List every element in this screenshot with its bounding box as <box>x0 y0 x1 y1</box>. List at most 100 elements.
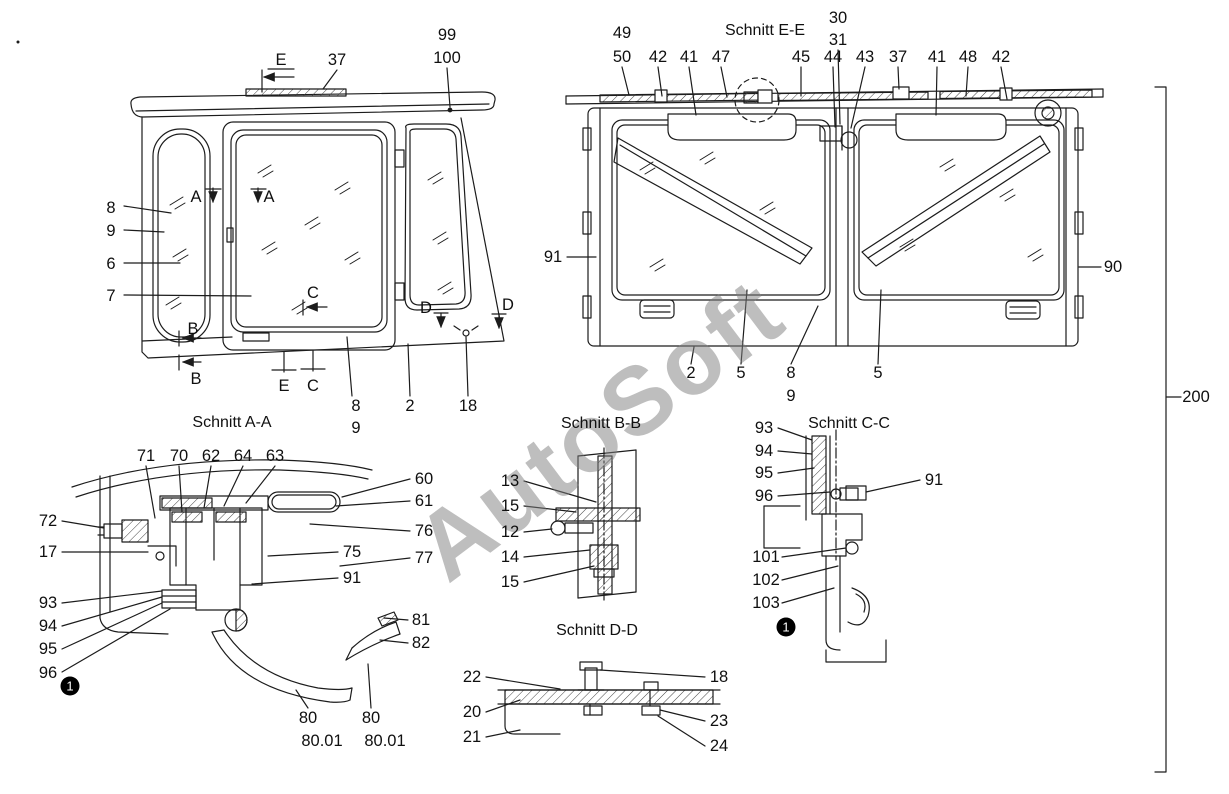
part-label: 95 <box>754 463 774 482</box>
schnitt-aa-drawing <box>61 459 411 709</box>
part-label: 9 <box>786 386 796 405</box>
part-label: C <box>307 283 319 302</box>
part-label: 42 <box>648 47 668 66</box>
part-label: 48 <box>958 47 978 66</box>
part-label: 41 <box>679 47 699 66</box>
part-label: 17 <box>38 542 58 561</box>
section-title: Schnitt A-A <box>192 414 272 431</box>
part-label: 96 <box>754 486 774 505</box>
part-label: 102 <box>752 570 780 589</box>
part-label: 80.01 <box>364 731 406 750</box>
part-label: 42 <box>991 47 1011 66</box>
part-label: 72 <box>38 511 58 530</box>
part-label: 80 <box>361 708 381 727</box>
part-label: 75 <box>342 542 362 561</box>
part-label: 64 <box>233 446 253 465</box>
note-badge: 1 <box>776 617 796 637</box>
part-label: 15 <box>500 496 520 515</box>
part-label: 15 <box>500 572 520 591</box>
part-label: 37 <box>327 50 347 69</box>
part-label: 5 <box>736 363 746 382</box>
part-label: 9 <box>106 221 116 240</box>
part-label: E <box>275 50 287 69</box>
part-label: 23 <box>709 711 729 730</box>
part-label: 22 <box>462 667 482 686</box>
part-label: 94 <box>754 441 774 460</box>
part-label: 21 <box>462 727 482 746</box>
part-label: 12 <box>500 522 520 541</box>
part-label: 8 <box>351 396 361 415</box>
part-label: 6 <box>106 254 116 273</box>
section-title: Schnitt D-D <box>556 622 638 639</box>
part-label: 71 <box>136 446 156 465</box>
section-title: Schnitt E-E <box>724 22 806 39</box>
assembly-bracket <box>1154 86 1182 773</box>
part-label: 70 <box>169 446 189 465</box>
part-label: 61 <box>414 491 434 510</box>
part-label: 101 <box>752 547 780 566</box>
part-label: 82 <box>411 633 431 652</box>
part-label: 49 <box>612 23 632 42</box>
part-label: 31 <box>828 30 848 49</box>
part-label: 24 <box>709 736 729 755</box>
part-label: 44 <box>823 47 843 66</box>
section-title: Schnitt C-C <box>808 415 890 432</box>
part-label: 81 <box>411 610 431 629</box>
part-label: 62 <box>201 446 221 465</box>
part-label: 90 <box>1103 257 1123 276</box>
part-label: 100 <box>433 48 461 67</box>
part-label: 99 <box>437 25 457 44</box>
part-label: B <box>190 369 202 388</box>
part-label: 37 <box>888 47 908 66</box>
part-label: 2 <box>405 396 415 415</box>
part-label: 93 <box>754 418 774 437</box>
part-label: 95 <box>38 639 58 658</box>
part-label: 30 <box>828 8 848 27</box>
schnitt-cc-drawing <box>763 427 921 663</box>
part-label: 18 <box>709 667 729 686</box>
part-label: 200 <box>1182 387 1210 406</box>
part-label: 7 <box>106 286 116 305</box>
part-label: 18 <box>458 396 478 415</box>
part-label: E <box>278 376 290 395</box>
part-label: 77 <box>414 548 434 567</box>
note-badge: 1 <box>60 676 80 696</box>
part-label: 45 <box>791 47 811 66</box>
part-label: 94 <box>38 616 58 635</box>
part-label: 47 <box>711 47 731 66</box>
part-label: 9 <box>351 418 361 437</box>
part-label: 5 <box>873 363 883 382</box>
part-label: D <box>502 295 514 314</box>
part-label: 96 <box>38 663 58 682</box>
part-label: 103 <box>752 593 780 612</box>
schnitt-bb-drawing <box>523 447 641 601</box>
part-label: C <box>307 376 319 395</box>
part-label: 91 <box>342 568 362 587</box>
part-label: 50 <box>612 47 632 66</box>
part-label: 91 <box>543 247 563 266</box>
part-label: 43 <box>855 47 875 66</box>
part-label: D <box>420 298 432 317</box>
part-label: 8 <box>786 363 796 382</box>
schnitt-dd-drawing <box>485 661 721 747</box>
part-label: 63 <box>265 446 285 465</box>
part-label: 91 <box>924 470 944 489</box>
part-label: 8 <box>106 198 116 217</box>
part-label: 2 <box>686 363 696 382</box>
part-label: B <box>187 319 199 338</box>
part-label: 20 <box>462 702 482 721</box>
rear-view-drawing <box>565 49 1104 365</box>
part-label: A <box>190 187 202 206</box>
part-label: 14 <box>500 547 520 566</box>
front-view-drawing <box>123 67 507 397</box>
part-label: 13 <box>500 471 520 490</box>
part-label: 41 <box>927 47 947 66</box>
part-label: 60 <box>414 469 434 488</box>
part-label: 80 <box>298 708 318 727</box>
page-dot <box>16 40 20 44</box>
section-title: Schnitt B-B <box>560 415 642 432</box>
part-label: 80.01 <box>301 731 343 750</box>
